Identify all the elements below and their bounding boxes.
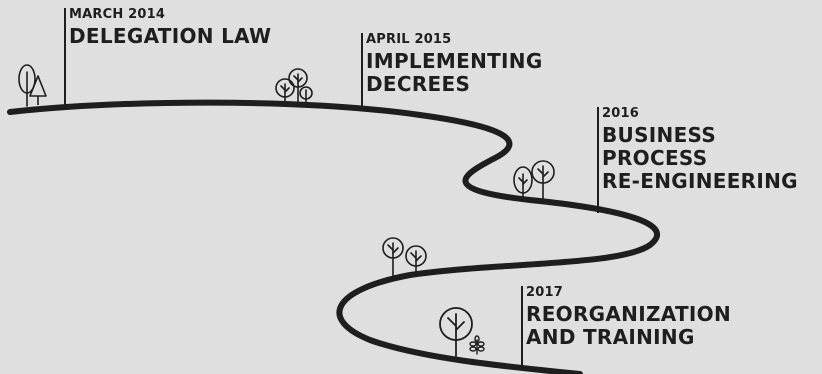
- milestone-2-title-line-1: IMPLEMENTING: [366, 49, 543, 73]
- milestone-4-title-line-2: AND TRAINING: [526, 325, 695, 349]
- tree-icon: [531, 160, 555, 202]
- winding-road: [7, 99, 660, 374]
- milestone-1-title-line-1: DELEGATION LAW: [69, 24, 272, 48]
- milestone-4-title-line-1: REORGANIZATION: [526, 302, 731, 326]
- tree-icon: [299, 86, 313, 105]
- tree-icon: [439, 307, 473, 357]
- tree-icon: [382, 237, 404, 278]
- milestone-3-title-line-2: RE-ENGINEERING: [602, 169, 798, 193]
- milestone-2-date: APRIL 2015: [366, 32, 452, 47]
- tree-icon: [18, 64, 36, 107]
- tree-icon: [275, 78, 295, 105]
- milestone-3-date: 2016: [602, 106, 639, 121]
- milestone-3-title: BUSINESS PROCESS RE-ENGINEERING: [602, 124, 822, 193]
- tree-icon: [405, 245, 427, 275]
- milestone-2-title-line-2: DECREES: [366, 72, 471, 96]
- milestone-4-title: REORGANIZATION AND TRAINING: [526, 303, 731, 349]
- milestone-1-title: DELEGATION LAW: [69, 25, 271, 48]
- milestone-1-date: MARCH 2014: [69, 7, 166, 22]
- milestone-4-date: 2017: [526, 285, 563, 300]
- milestone-3-title-line-1: BUSINESS PROCESS: [602, 123, 717, 170]
- pine-tree-icon: [29, 75, 47, 105]
- plant-icon: [469, 335, 485, 355]
- tree-icon: [288, 68, 308, 104]
- milestone-2: APRIL 2015 IMPLEMENTING DECREES: [366, 33, 543, 96]
- milestone-2-title: IMPLEMENTING DECREES: [366, 50, 543, 96]
- milestone-3: 2016 BUSINESS PROCESS RE-ENGINEERING: [602, 107, 822, 193]
- milestone-4: 2017 REORGANIZATION AND TRAINING: [526, 286, 731, 349]
- milestone-1: MARCH 2014 DELEGATION LAW: [69, 8, 271, 48]
- tree-icon: [513, 166, 533, 200]
